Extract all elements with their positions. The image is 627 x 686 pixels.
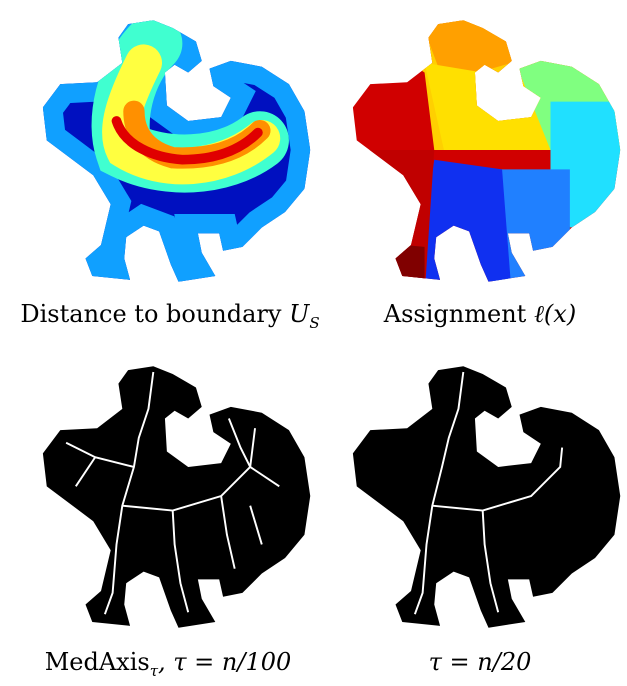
medial-axis-fine-panel [8, 350, 318, 642]
distance-map-image [42, 20, 311, 282]
caption-assignment: Assignment ℓ(x) [340, 300, 620, 329]
assignment-map-image [352, 20, 621, 282]
caption-distance-math: U [289, 300, 310, 328]
medial-axis-coarse-panel [318, 350, 627, 642]
caption-medial-axis-coarse: τ = n/20 [350, 648, 610, 676]
medial-axis-fine-image [42, 366, 311, 628]
caption-medial-axis-rest: , τ = n/100 [158, 648, 292, 676]
caption-medial-axis-fine: MedAxisτ, τ = n/100 [8, 648, 328, 680]
caption-distance-sub: S [309, 313, 320, 332]
caption-assignment-text: Assignment [383, 300, 534, 328]
caption-medial-axis-text: MedAxis [44, 648, 150, 676]
caption-tau-coarse: τ = n/20 [428, 648, 532, 676]
medial-axis-coarse-image [352, 366, 621, 628]
distance-map-panel [8, 4, 318, 296]
caption-assignment-math: ℓ(x) [533, 300, 577, 328]
caption-distance: Distance to boundary US [8, 300, 332, 332]
assignment-map-panel [318, 4, 627, 296]
caption-distance-text: Distance to boundary [20, 300, 290, 328]
caption-medial-axis-sub: τ [149, 661, 159, 680]
